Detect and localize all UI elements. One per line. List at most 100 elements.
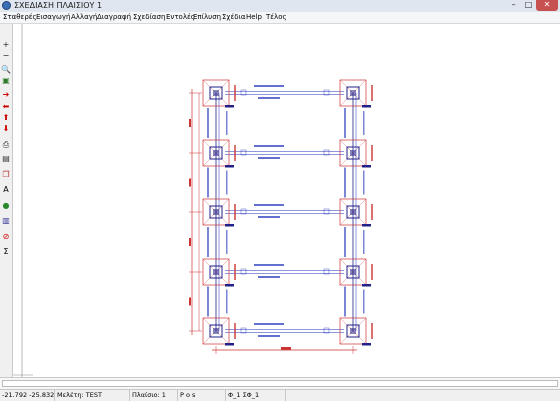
- arrow-left-icon[interactable]: ⬅: [2, 102, 10, 111]
- zoom-icon[interactable]: 🔍: [1, 65, 11, 74]
- column-label-4-0: [225, 343, 234, 346]
- status-study: Μελέτη: TEST: [55, 390, 130, 401]
- menu-allagi[interactable]: Αλλαγή: [71, 13, 98, 21]
- status-phi: Φ_1 ΣΦ_1: [226, 390, 286, 401]
- status-frame: Πλαίσιο: 1: [130, 390, 178, 401]
- sum-icon[interactable]: Σ: [3, 247, 9, 256]
- minimize-button[interactable]: –: [511, 0, 516, 9]
- footing-0-1: [339, 79, 367, 107]
- arrow-right-icon[interactable]: ➔: [2, 90, 10, 99]
- globe-icon[interactable]: ●: [2, 201, 10, 210]
- arrow-up-icon[interactable]: ⬆: [2, 113, 10, 122]
- column-3-0: [209, 265, 223, 279]
- footing-4-0: [202, 317, 230, 345]
- column-annotation-b-0-1: [363, 111, 365, 135]
- chart-icon[interactable]: ▥: [2, 216, 10, 225]
- column-label-0-1: [362, 105, 371, 108]
- horizontal-scrollbar[interactable]: [0, 377, 560, 390]
- menu-sxedia[interactable]: Σχέδια: [222, 13, 246, 21]
- column-annotation-0-1: [344, 108, 346, 138]
- column-label-2-0: [225, 224, 234, 227]
- beam-end-mark-right-1: [323, 149, 330, 156]
- column-core-3-0: [213, 269, 219, 275]
- stop-icon[interactable]: ⊘: [2, 232, 10, 241]
- select-window-icon[interactable]: ▣: [2, 76, 10, 85]
- text-icon[interactable]: A: [3, 185, 9, 194]
- print-icon[interactable]: ⎙: [2, 140, 10, 149]
- footing-label-4-0: [234, 323, 236, 339]
- copy-icon[interactable]: ❐: [2, 170, 10, 179]
- column-core-1-1: [350, 150, 356, 156]
- minus-icon[interactable]: −: [2, 51, 10, 60]
- column-annotation-b-2-0: [226, 230, 228, 254]
- column-annotation-b-3-0: [226, 289, 228, 314]
- column-label-1-0: [225, 165, 234, 168]
- column-4-0: [209, 324, 223, 338]
- column-1-1: [346, 146, 360, 160]
- footing-3-1: [339, 258, 367, 286]
- window-title: ΣΧΕΔΙΑΣΗ ΠΛΑΙΣΙΟΥ 1: [14, 1, 103, 10]
- scroll-track[interactable]: [2, 380, 558, 387]
- footing-1-0: [202, 139, 230, 167]
- left-dimension-value-3: [189, 297, 191, 306]
- column-core-0-0: [213, 90, 219, 96]
- beam-sublabel-0: [258, 97, 280, 99]
- beam-label-0: [254, 85, 284, 87]
- footing-0-0: [202, 79, 230, 107]
- beam-end-mark-right-3: [323, 268, 330, 275]
- tool-palette: + − 🔍 ▣ ➔ ⬅ ⬆ ⬇ ⎙ ▤ ❐ A ● ▥ ⊘ Σ: [0, 24, 13, 377]
- left-dimension-value-1: [189, 178, 191, 187]
- menu-diagrafi[interactable]: Διαγραφή: [97, 13, 132, 21]
- bottom-dimension-label: [281, 347, 291, 350]
- drawing-canvas[interactable]: [13, 24, 560, 377]
- footing-label-3-0: [234, 264, 236, 280]
- app-icon: [2, 1, 11, 10]
- footing-4-1: [339, 317, 367, 345]
- footing-label-4-1: [371, 323, 373, 339]
- document-icon[interactable]: ▤: [2, 154, 10, 163]
- column-4-1: [346, 324, 360, 338]
- maximize-button[interactable]: □: [524, 0, 533, 9]
- column-core-2-0: [213, 209, 219, 215]
- plus-icon[interactable]: +: [2, 40, 10, 49]
- menu-eisagogi[interactable]: Εισαγωγή: [36, 13, 71, 21]
- column-label-0-0: [225, 105, 234, 108]
- column-annotation-0-0: [207, 108, 209, 138]
- footing-label-0-1: [371, 85, 373, 101]
- column-label-1-1: [362, 165, 371, 168]
- menu-sxediasi[interactable]: Σχεδίαση: [133, 13, 166, 21]
- left-dimension-value-0: [189, 119, 191, 127]
- beam-label-3: [254, 264, 284, 266]
- arrow-down-icon[interactable]: ⬇: [2, 124, 10, 133]
- footing-label-0-0: [234, 85, 236, 101]
- column-label-3-1: [362, 284, 371, 287]
- column-core-0-1: [350, 90, 356, 96]
- menu-telos[interactable]: Τέλος: [266, 13, 287, 21]
- beam-end-mark-right-2: [323, 208, 330, 215]
- footing-label-1-1: [371, 145, 373, 161]
- column-annotation-3-0: [207, 286, 209, 317]
- footing-label-2-0: [234, 204, 236, 220]
- menu-stathere[interactable]: Σταθερές: [3, 13, 37, 21]
- column-annotation-b-2-1: [363, 230, 365, 254]
- beam-sublabel-3: [258, 276, 280, 278]
- menu-epilysi[interactable]: Επίλυση: [193, 13, 222, 21]
- beam-end-mark-left-1: [240, 149, 247, 156]
- column-annotation-1-0: [207, 167, 209, 198]
- column-annotation-2-1: [344, 227, 346, 257]
- column-0-0: [209, 86, 223, 100]
- footing-label-2-1: [371, 204, 373, 220]
- beam-sublabel-2: [258, 216, 280, 218]
- close-button[interactable]: ✕: [536, 0, 558, 11]
- footing-label-1-0: [234, 145, 236, 161]
- frame-drawing: [13, 24, 373, 377]
- beam-sublabel-1: [258, 157, 280, 159]
- menu-bar: Σταθερές Εισαγωγή Αλλαγή Διαγραφή Σχεδία…: [0, 12, 560, 24]
- column-annotation-b-0-0: [226, 111, 228, 135]
- menu-help[interactable]: Help: [246, 13, 262, 21]
- status-bar: -21.792 -25.832 Μελέτη: TEST Πλαίσιο: 1 …: [0, 389, 560, 401]
- column-annotation-b-1-0: [226, 170, 228, 195]
- footing-label-3-1: [371, 264, 373, 280]
- column-2-0: [209, 205, 223, 219]
- menu-entoles[interactable]: Εντολές: [166, 13, 195, 21]
